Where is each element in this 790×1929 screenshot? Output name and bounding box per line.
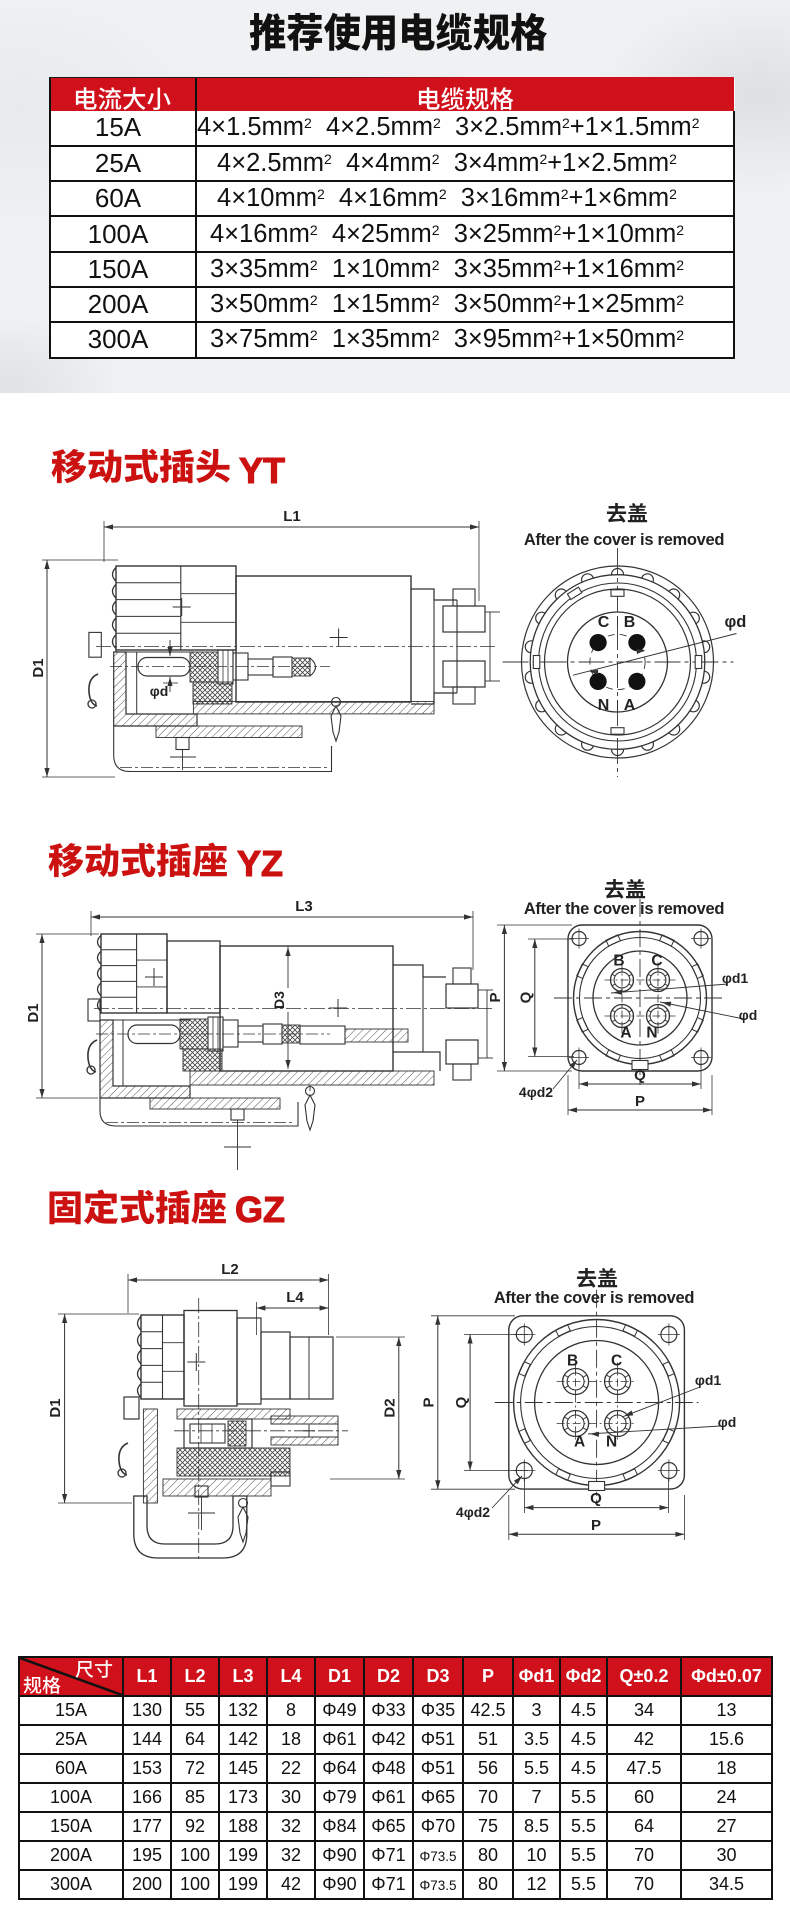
svg-text:P: P bbox=[487, 992, 504, 1002]
svg-text:A: A bbox=[574, 1434, 585, 1451]
svg-text:After the cover is removed: After the cover is removed bbox=[524, 531, 724, 549]
svg-text:D1: D1 bbox=[30, 658, 47, 677]
svg-text:B: B bbox=[567, 1353, 578, 1370]
svg-text:D1: D1 bbox=[47, 1398, 64, 1417]
svg-text:N: N bbox=[606, 1434, 617, 1451]
svg-text:D1: D1 bbox=[25, 1003, 42, 1022]
svg-text:Q: Q bbox=[590, 1490, 602, 1507]
svg-text:L2: L2 bbox=[221, 1261, 239, 1278]
svg-text:D2: D2 bbox=[382, 1398, 399, 1417]
svg-text:4φd2: 4φd2 bbox=[519, 1084, 553, 1100]
svg-text:C: C bbox=[598, 614, 610, 631]
svg-text:After the cover is removed: After the cover is removed bbox=[524, 900, 724, 918]
svg-text:D3: D3 bbox=[271, 991, 287, 1009]
svg-text:B: B bbox=[613, 953, 624, 970]
svg-text:B: B bbox=[624, 614, 636, 631]
svg-text:N: N bbox=[598, 697, 610, 714]
svg-text:P: P bbox=[591, 1517, 601, 1534]
svg-text:φd1: φd1 bbox=[722, 970, 749, 986]
svg-text:Q: Q bbox=[634, 1067, 646, 1084]
svg-text:A: A bbox=[624, 697, 636, 714]
svg-text:φd: φd bbox=[725, 613, 747, 631]
svg-text:P: P bbox=[635, 1093, 645, 1110]
svg-text:C: C bbox=[651, 953, 662, 970]
svg-text:φd1: φd1 bbox=[695, 1372, 722, 1388]
svg-text:A: A bbox=[620, 1025, 631, 1042]
svg-text:L3: L3 bbox=[295, 898, 313, 915]
svg-text:φd: φd bbox=[739, 1007, 758, 1023]
svg-text:Q: Q bbox=[518, 991, 535, 1003]
svg-text:After the cover is removed: After the cover is removed bbox=[494, 1289, 694, 1307]
svg-text:L1: L1 bbox=[283, 508, 301, 525]
svg-text:Q: Q bbox=[453, 1396, 470, 1408]
svg-text:N: N bbox=[646, 1025, 657, 1042]
svg-text:P: P bbox=[421, 1397, 438, 1407]
svg-text:φd: φd bbox=[150, 683, 169, 699]
svg-text:4φd2: 4φd2 bbox=[456, 1504, 490, 1520]
svg-text:φd: φd bbox=[718, 1414, 737, 1430]
svg-text:L4: L4 bbox=[286, 1289, 304, 1306]
svg-text:C: C bbox=[611, 1353, 622, 1370]
